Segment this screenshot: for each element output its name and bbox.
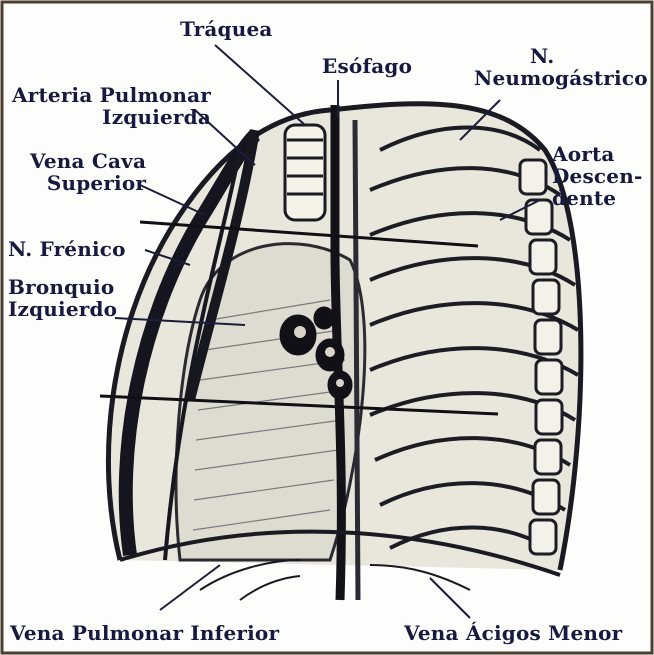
label-vena-acigos: Vena Ácigos Menor	[404, 622, 622, 644]
label-esofago: Esófago	[322, 55, 412, 77]
aorta-descending	[355, 120, 358, 600]
label-vena-cava: Vena Cava Superior	[30, 150, 146, 194]
label-bronquio: Bronquio Izquierdo	[8, 276, 117, 320]
label-vena-pulmonar-inferior: Vena Pulmonar Inferior	[10, 622, 279, 644]
label-aorta: Aorta Descen- dente	[552, 143, 642, 209]
label-traquea: Tráquea	[180, 18, 273, 40]
label-neumogastrico: N. Neumogástrico	[474, 45, 648, 89]
label-arteria-pulmonar: Arteria Pulmonar Izquierda	[12, 84, 211, 128]
label-frenico: N. Frénico	[8, 238, 126, 260]
trachea	[285, 125, 325, 220]
